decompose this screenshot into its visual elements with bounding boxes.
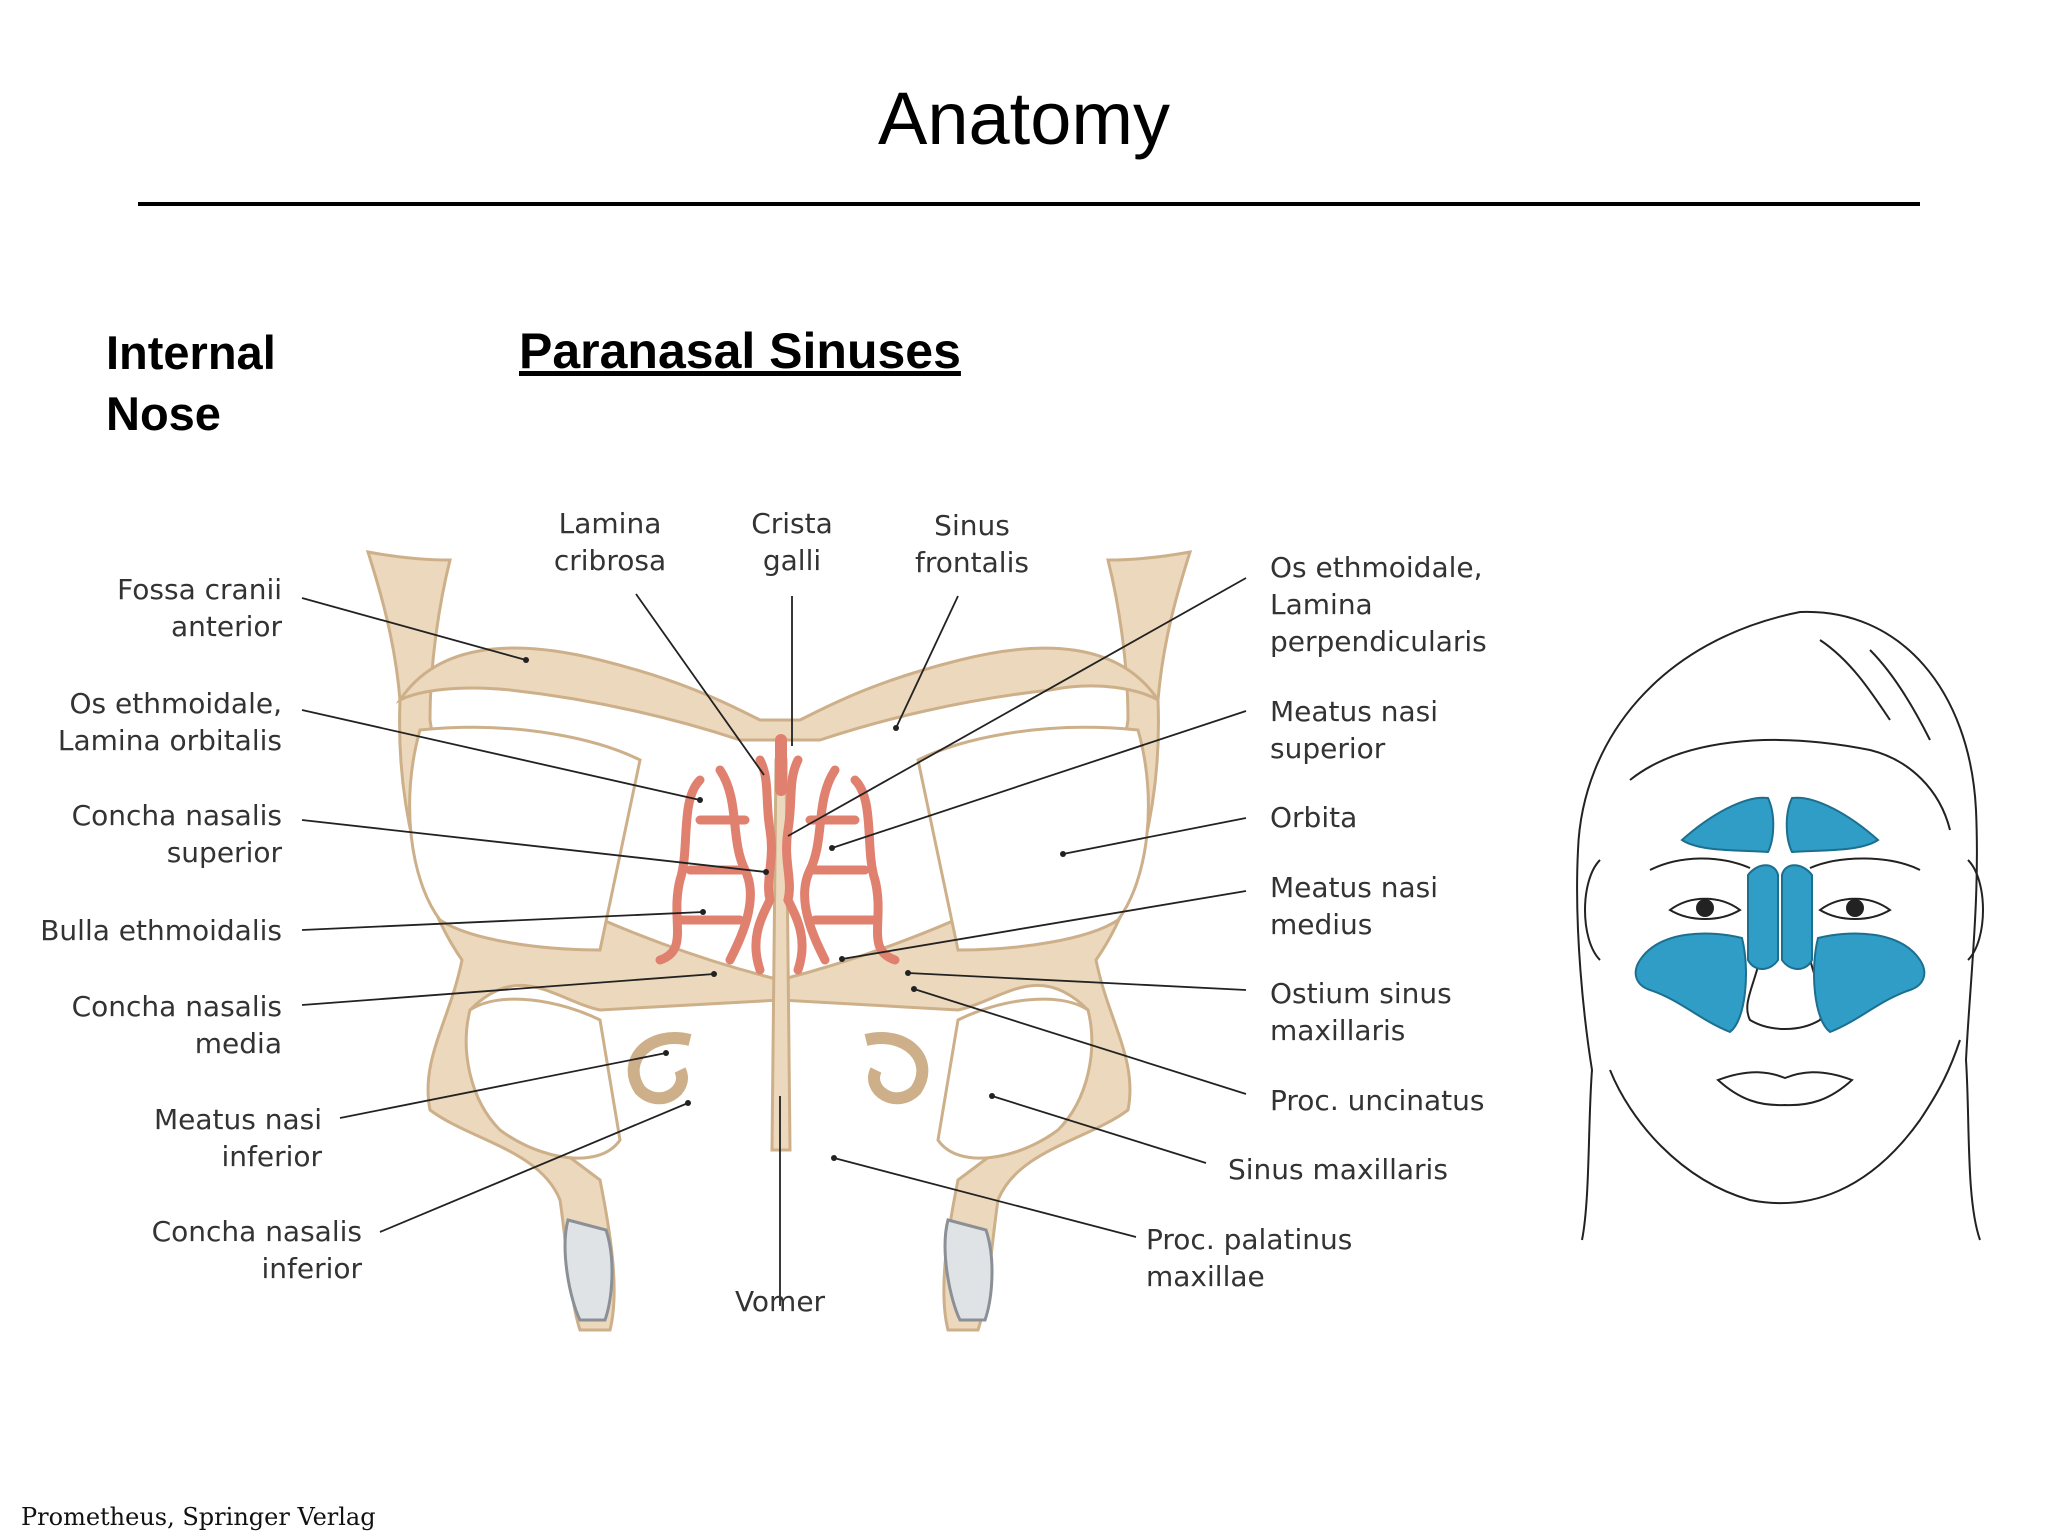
- teeth: [563, 1218, 994, 1322]
- leader-lines: [301, 577, 1247, 1306]
- face-sinus-illustration: [1576, 610, 1984, 1241]
- maxillary-sinus-left: [1634, 932, 1747, 1034]
- sinus-shapes: [1634, 796, 1926, 1034]
- label-vomer: Vomer: [735, 1285, 826, 1318]
- frontal-sinus-right: [1785, 796, 1880, 854]
- label-orbita: Orbita: [1270, 801, 1357, 834]
- bone-section: [365, 550, 1193, 1332]
- frontal-sinus-left: [1680, 796, 1775, 854]
- slide-title: Anatomy: [877, 77, 1171, 160]
- nasal-conchae: [627, 1032, 929, 1105]
- internal-nose-heading: Internal Nose: [106, 326, 276, 440]
- title-divider: [138, 202, 1920, 206]
- right-pupil: [1846, 899, 1864, 917]
- maxillary-sinus-right: [1813, 932, 1926, 1034]
- image-credit: Prometheus, Springer Verlag: [21, 1503, 376, 1531]
- label-proc-uncinatus: Proc. uncinatus: [1270, 1084, 1485, 1117]
- label-sinus-maxillaris: Sinus maxillaris: [1228, 1153, 1448, 1186]
- face-outline: [1576, 610, 1984, 1241]
- leader-dots: [523, 657, 1066, 1161]
- paranasal-sinuses-heading: Paranasal Sinuses: [519, 323, 961, 379]
- label-bulla-ethmoidalis: Bulla ethmoidalis: [40, 914, 282, 947]
- ethmoid-cells: [1747, 864, 1813, 970]
- left-pupil: [1696, 899, 1714, 917]
- label-os-ethmoidale-orbitalis: Os ethmoidale,Lamina orbitalis: [58, 687, 282, 757]
